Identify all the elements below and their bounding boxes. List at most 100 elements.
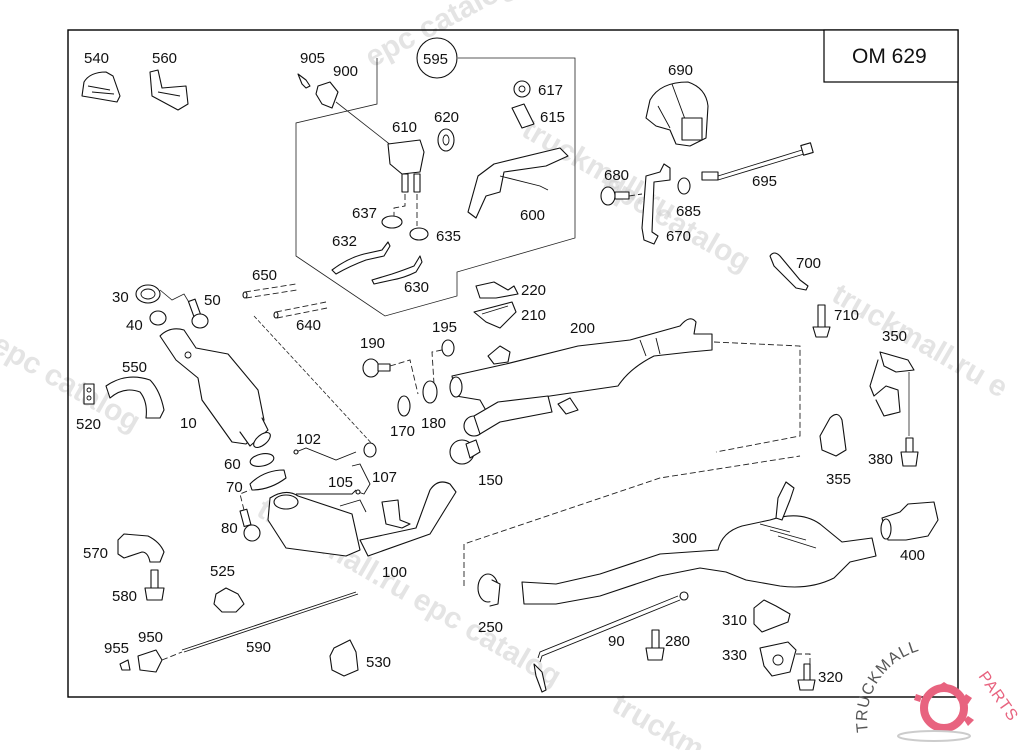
part-695-temperature-sensor[interactable]: [701, 142, 814, 181]
part-label-540: 540: [84, 50, 109, 67]
part-90-exhaust-sensor[interactable]: [533, 591, 689, 693]
part-690-cover[interactable]: [645, 81, 709, 147]
part-620-grommet[interactable]: [437, 128, 455, 152]
part-210-bracket[interactable]: [473, 301, 517, 329]
part-670-bracket[interactable]: [641, 163, 671, 245]
part-label-195: 195: [432, 319, 457, 336]
part-label-670: 670: [666, 228, 691, 245]
part-label-380: 380: [868, 451, 893, 468]
part-170-seal-ring[interactable]: [397, 395, 411, 417]
part-102-pipe[interactable]: [293, 447, 357, 461]
part-610-pressure-sensor[interactable]: [387, 139, 425, 193]
part-100-particulate-filter[interactable]: [267, 481, 457, 557]
part-700-strap[interactable]: [769, 252, 809, 291]
part-label-90: 90: [608, 633, 625, 650]
part-590-sensor-line[interactable]: [181, 591, 359, 653]
part-label-320: 320: [818, 669, 843, 686]
part-520-plate[interactable]: [83, 383, 95, 405]
part-200-y-pipe[interactable]: [449, 318, 713, 437]
part-580-bolt[interactable]: [144, 569, 165, 601]
part-label-610: 610: [392, 119, 417, 136]
part-label-355: 355: [826, 471, 851, 488]
part-680-bolt[interactable]: [600, 186, 630, 206]
part-label-40: 40: [126, 317, 143, 334]
engine-model-title: OM 629: [852, 45, 927, 68]
part-label-590: 590: [246, 639, 271, 656]
part-190-bolt[interactable]: [362, 358, 391, 378]
group-callout-circle: [416, 37, 458, 79]
part-540-bracket[interactable]: [81, 71, 121, 103]
part-560-bracket[interactable]: [149, 69, 189, 111]
part-label-250: 250: [478, 619, 503, 636]
part-615-clip[interactable]: [511, 103, 535, 129]
part-250-clamp[interactable]: [477, 573, 501, 607]
part-label-330: 330: [722, 647, 747, 664]
part-60-clamp-ring[interactable]: [249, 452, 275, 469]
part-950-connector[interactable]: [137, 649, 163, 673]
group-callout-label: 595: [423, 51, 448, 68]
part-label-210: 210: [521, 307, 546, 324]
part-180-clamp[interactable]: [422, 380, 438, 404]
part-label-10: 10: [180, 415, 197, 432]
part-label-905: 905: [300, 50, 325, 67]
part-30-gasket[interactable]: [135, 284, 161, 304]
part-550-clamp[interactable]: [105, 376, 165, 419]
part-label-102: 102: [296, 431, 321, 448]
part-label-695: 695: [752, 173, 777, 190]
part-280-bolt[interactable]: [645, 629, 665, 661]
part-380-bolt[interactable]: [900, 437, 919, 467]
part-label-105: 105: [328, 474, 353, 491]
part-955-cap[interactable]: [119, 659, 131, 671]
part-600-bracket[interactable]: [467, 147, 569, 219]
part-10-catalytic-converter[interactable]: [159, 328, 273, 450]
part-637-clamp[interactable]: [381, 215, 403, 229]
part-label-107: 107: [372, 469, 397, 486]
gear-icon: [897, 682, 974, 742]
part-685-nut[interactable]: [677, 177, 691, 195]
part-label-560: 560: [152, 50, 177, 67]
part-310-bracket[interactable]: [753, 599, 791, 633]
part-40-seal-ring[interactable]: [149, 310, 167, 326]
part-107-clamp[interactable]: [363, 442, 377, 458]
part-710-bolt[interactable]: [812, 304, 831, 338]
part-195-washer[interactable]: [441, 339, 455, 357]
part-330-rubber-mount[interactable]: [759, 641, 797, 677]
part-905-cap[interactable]: [297, 73, 311, 89]
part-530-holder[interactable]: [329, 639, 359, 677]
part-105-pipe[interactable]: [351, 463, 371, 495]
part-label-530: 530: [366, 654, 391, 671]
part-355-rubber-mount[interactable]: [819, 413, 847, 457]
engine-model-box: OM 629: [823, 29, 959, 83]
part-50-bolt[interactable]: [187, 298, 209, 329]
part-label-635: 635: [436, 228, 461, 245]
part-635-clamp[interactable]: [409, 227, 429, 241]
part-label-955: 955: [104, 640, 129, 657]
part-632-hose[interactable]: [331, 241, 391, 275]
group-595-outline: 595: [295, 37, 576, 317]
part-650-pipe[interactable]: [242, 283, 298, 299]
part-label-637: 637: [352, 205, 377, 222]
part-70-gasket[interactable]: [249, 469, 287, 491]
part-300-rear-silencer[interactable]: [521, 481, 877, 605]
part-label-620: 620: [434, 109, 459, 126]
watermark-text: epc catalog: [597, 167, 756, 278]
part-label-550: 550: [122, 359, 147, 376]
part-640-pipe[interactable]: [273, 301, 328, 319]
logo-text-dark: TRUCKMALL: [854, 638, 922, 733]
part-525-holder[interactable]: [213, 587, 245, 613]
part-617-nut[interactable]: [513, 80, 531, 98]
part-320-bolt[interactable]: [797, 663, 816, 691]
part-400-tail-pipe[interactable]: [880, 501, 939, 541]
part-label-50: 50: [204, 292, 221, 309]
part-350-bracket[interactable]: [869, 351, 915, 417]
watermark-text: truckmall.ru e: [827, 277, 1014, 404]
part-900-connector[interactable]: [315, 81, 339, 109]
part-220-bracket[interactable]: [475, 281, 519, 299]
part-label-30: 30: [112, 289, 129, 306]
part-570-bracket[interactable]: [117, 533, 165, 563]
part-80-bolt[interactable]: [239, 508, 261, 542]
part-label-300: 300: [672, 530, 697, 547]
part-150-clamp[interactable]: [449, 439, 481, 465]
part-630-hose[interactable]: [371, 255, 423, 285]
